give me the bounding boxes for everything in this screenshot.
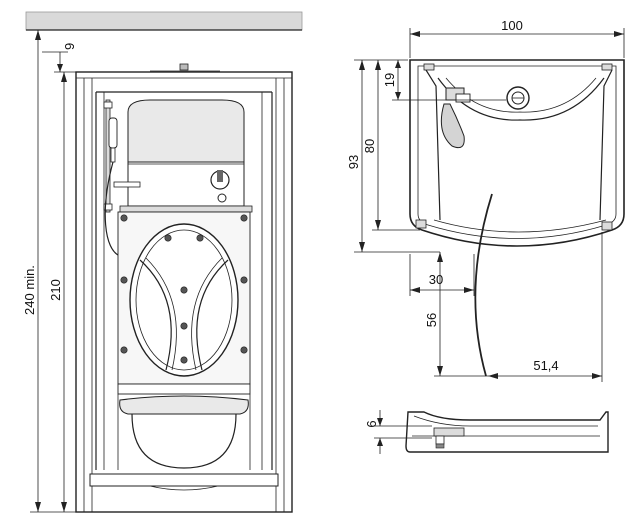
tray-profile (405, 411, 609, 453)
jet-icon (180, 356, 188, 364)
hydromassage-panel (117, 211, 251, 385)
front-elevation-view: 9 240 min. 210 (22, 11, 303, 513)
jet-icon (120, 346, 128, 354)
jet-icon (196, 234, 204, 242)
jet-icon (180, 322, 188, 330)
jet-icon (180, 286, 188, 294)
plan-dimension-lines (354, 28, 625, 382)
dim-plan-depth: 80 (362, 139, 377, 153)
dim-door-offset: 30 (429, 272, 443, 287)
jet-icon (240, 214, 248, 222)
plan-view: 100 93 80 19 30 56 51,4 (346, 18, 625, 382)
dim-ceiling-gap: 9 (62, 43, 77, 50)
dim-tray-height: 6 (364, 420, 379, 427)
jet-icon (120, 276, 128, 284)
dim-door-span: 51,4 (533, 358, 558, 373)
shower-tray-front (89, 473, 279, 491)
jet-icon (164, 234, 172, 242)
control-panel (119, 99, 253, 213)
seat (117, 383, 251, 470)
soap-shelf (113, 181, 141, 188)
jet-icon (240, 346, 248, 354)
dim-plan-depth-total: 93 (346, 155, 361, 169)
dim-cabin-height: 210 (48, 279, 63, 301)
tray-plan-outline (409, 59, 625, 247)
dim-door-radius: 56 (424, 313, 439, 327)
body-jets (120, 214, 248, 364)
jet-icon (120, 214, 128, 222)
ceiling-band (25, 11, 303, 31)
ceiling-light (179, 63, 189, 71)
tray-drain-icon (433, 427, 465, 437)
dim-min-total-height: 240 min. (22, 265, 37, 315)
hand-shower-plan-icon (440, 87, 471, 149)
hand-shower-icon (108, 117, 118, 149)
jet-icon (240, 276, 248, 284)
dim-plan-width: 100 (501, 18, 523, 33)
tray-side-section: 6 (364, 410, 609, 454)
front-dimension-lines (30, 30, 96, 513)
dim-drain-offset: 19 (382, 73, 397, 87)
door-swing-arc (474, 193, 493, 377)
diverter-knob-icon (217, 193, 227, 203)
